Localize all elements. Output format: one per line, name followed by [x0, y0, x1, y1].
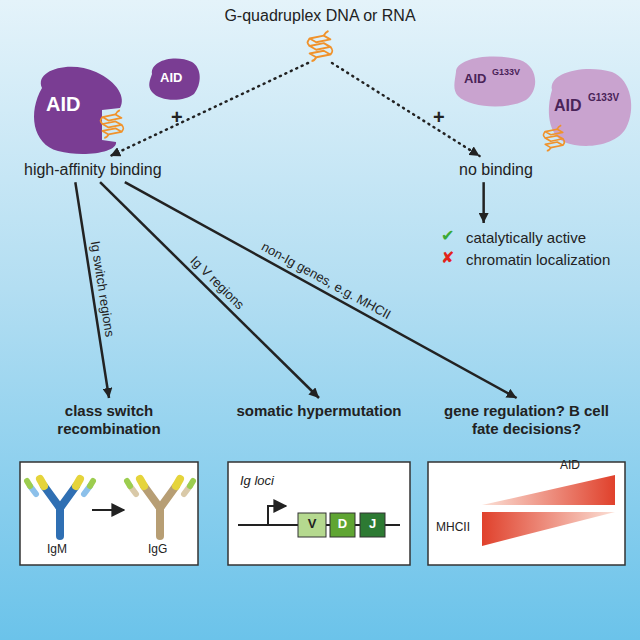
ig-locus — [238, 506, 400, 537]
edge-label: Ig V regions — [187, 254, 246, 313]
outcome-heading: gene regulation? B cell fate decisions? — [428, 400, 625, 566]
locus-label: Ig loci — [240, 474, 274, 489]
title-node: G-quadruplex DNA or RNA — [200, 4, 440, 62]
protein-label: AID — [160, 71, 182, 86]
node-text: high-affinity binding — [24, 160, 162, 179]
panel-frame — [228, 462, 410, 565]
state-label: no binding — [455, 158, 537, 181]
check-mark: ✔ — [441, 227, 454, 245]
node-text: G-quadruplex DNA or RNA — [204, 6, 436, 25]
protein-label: AID — [554, 97, 582, 115]
g4-icon — [101, 110, 124, 138]
gene-label: MHCII — [436, 521, 470, 535]
aid-protein — [149, 58, 200, 99]
solid-arrow — [100, 182, 319, 398]
node-text: class switch recombination — [24, 402, 194, 438]
isotype-label: IgM — [47, 543, 67, 557]
mutation-superscript: G133V — [588, 92, 619, 104]
gene-label: AID — [560, 459, 580, 473]
gene-segment: V — [298, 517, 326, 532]
plus-sign: + — [433, 106, 445, 129]
solid-arrow — [125, 182, 517, 398]
aid-mutant-protein — [549, 69, 631, 146]
dotted-arrow — [332, 63, 480, 156]
aid-protein — [34, 67, 122, 154]
mutation-superscript: G133V — [492, 67, 520, 77]
igm-antibody — [27, 479, 93, 536]
edge-label: Ig switch regions — [88, 240, 117, 338]
solid-arrow — [482, 182, 485, 223]
aid-mutant-protein — [454, 56, 535, 106]
node-text: gene regulation? B cell fate decisions? — [432, 402, 621, 438]
node-text: somatic hypermutation — [232, 402, 406, 420]
gene-segment: D — [330, 517, 355, 532]
protein-label: AID — [46, 93, 80, 116]
aid-wedge — [482, 475, 615, 505]
outcome-heading: class switch recombination — [20, 400, 198, 566]
switch-arrow — [92, 509, 124, 511]
gene-segment: J — [360, 517, 385, 532]
igg-antibody — [127, 479, 193, 536]
outcome-list: catalytically activechromatin localizati… — [462, 225, 614, 273]
isotype-label: IgG — [148, 543, 167, 557]
cross-mark: ✘ — [441, 249, 454, 267]
g4-icon — [543, 125, 564, 151]
state-label: high-affinity binding — [20, 158, 166, 181]
g4-icon — [308, 31, 333, 61]
node-text: chromatin localization — [466, 249, 610, 271]
plus-sign: + — [171, 106, 183, 129]
edge-label: non-Ig genes, e.g. MHCII — [258, 240, 392, 323]
node-text: no binding — [459, 160, 533, 179]
mhcii-wedge — [482, 512, 615, 546]
panel-frame — [428, 462, 625, 565]
protein-label: AID — [464, 72, 486, 87]
dotted-arrow — [110, 63, 308, 156]
node-text: catalytically active — [466, 227, 610, 249]
panel-frame — [20, 462, 198, 565]
